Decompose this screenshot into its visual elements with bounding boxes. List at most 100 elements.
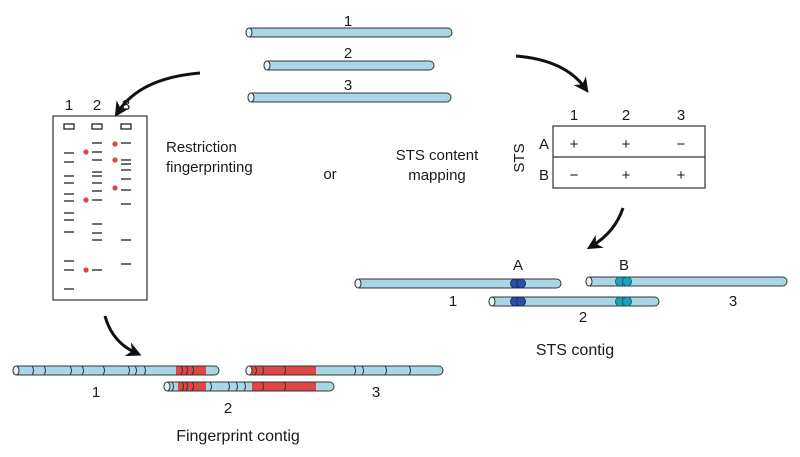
sts-cell-b2: + xyxy=(622,167,631,184)
lane-3-label: 3 xyxy=(122,97,130,114)
gel: 1 2 3 xyxy=(52,97,148,301)
fp-clone-3-label: 3 xyxy=(372,384,380,401)
fragment-boundary xyxy=(261,365,264,376)
sts-clone-3-label: 3 xyxy=(729,293,737,310)
or-label: or xyxy=(323,166,336,183)
sts-cell-b3: + xyxy=(677,167,686,184)
sts-col-1: 1 xyxy=(570,107,578,124)
shared-fragment-dot xyxy=(112,185,118,191)
fragment-boundary xyxy=(181,381,184,392)
sts-clone-1-end xyxy=(354,278,362,289)
clone-2-end xyxy=(263,60,271,71)
marker-a-label: A xyxy=(513,257,523,274)
fingerprinting-line-1: Restriction xyxy=(166,139,237,156)
fragment-boundary xyxy=(185,381,188,392)
fp-clone-1-label: 1 xyxy=(92,384,100,401)
fragment-boundary xyxy=(209,381,212,392)
sts-row-a-label: A xyxy=(539,136,549,153)
fragment-boundary xyxy=(43,365,46,376)
clone-3-label: 3 xyxy=(344,77,352,94)
shared-fragment-dot xyxy=(112,157,118,163)
sts-cell-a1: + xyxy=(570,136,579,153)
sts-line-2: mapping xyxy=(408,167,466,184)
sts-a-marker-clone-2 xyxy=(510,296,526,307)
rod-end xyxy=(12,365,20,376)
fragment-boundary xyxy=(384,365,387,376)
arrow-to-fingerprint-contig xyxy=(103,315,142,357)
fingerprint-contig: 1 2 3 Fingerprint contig xyxy=(12,365,444,445)
sts-row-b-label: B xyxy=(539,167,549,184)
clone-3-end xyxy=(247,92,255,103)
shared-fragment-dot xyxy=(112,141,118,147)
fragment-boundary xyxy=(127,365,130,376)
rod-end xyxy=(163,381,171,392)
fragment-boundary xyxy=(283,365,286,376)
lane-3-well xyxy=(120,123,132,130)
clone-2-rod xyxy=(263,60,435,71)
arrow-to-sts xyxy=(515,54,589,93)
fp-clone-1-rod xyxy=(12,365,220,376)
shared-fragment-dot xyxy=(83,267,89,273)
sts-axis-label: STS xyxy=(511,143,528,172)
shared-region xyxy=(178,382,206,391)
fragment-boundary xyxy=(69,365,72,376)
fragment-boundary xyxy=(31,365,34,376)
sts-b-marker-clone-2 xyxy=(615,296,632,307)
fragment-boundary xyxy=(261,381,264,392)
lane-1-well xyxy=(63,123,75,130)
fragment-boundary xyxy=(353,365,356,376)
marker-b-label: B xyxy=(619,257,629,274)
lane-2-label: 2 xyxy=(93,97,101,114)
sts-contig-caption: STS contig xyxy=(536,342,614,359)
rod-end xyxy=(245,365,253,376)
sts-clone-1-rod xyxy=(354,278,562,289)
fingerprinting-line-2: fingerprinting xyxy=(166,159,253,176)
clone-1-end xyxy=(245,27,253,38)
arrow-to-fingerprinting xyxy=(114,71,201,118)
fragment-boundary xyxy=(235,381,238,392)
fp-clone-2-label: 2 xyxy=(224,400,232,417)
gel-frame xyxy=(52,115,148,301)
top-clones: 1 2 3 xyxy=(245,13,453,103)
sts-cell-b1: − xyxy=(570,167,579,184)
lane-2-well xyxy=(91,123,103,130)
fragment-boundary xyxy=(143,365,146,376)
lane-1-label: 1 xyxy=(65,97,73,114)
fragment-boundary xyxy=(283,381,286,392)
sts-contig: A B 1 2 3 STS contig xyxy=(354,257,788,359)
sts-cell-a2: + xyxy=(622,136,631,153)
sts-b-marker-clone-3 xyxy=(615,276,632,287)
arrow-to-sts-contig xyxy=(586,207,625,250)
gel-bands xyxy=(64,141,131,290)
clone-2-label: 2 xyxy=(344,45,352,62)
fragment-boundary xyxy=(134,365,137,376)
fragment-boundary xyxy=(191,365,194,376)
sts-line-1: STS content xyxy=(396,147,479,164)
fp-contig-caption: Fingerprint contig xyxy=(176,428,300,445)
sts-col-2: 2 xyxy=(622,107,630,124)
fragment-boundary xyxy=(227,381,230,392)
clone-1-rod xyxy=(245,27,453,38)
fragment-boundary xyxy=(180,365,183,376)
sts-clone-2-end xyxy=(488,296,496,307)
fragment-boundary xyxy=(191,381,194,392)
sts-a-marker-clone-1 xyxy=(510,278,526,289)
fragment-boundary xyxy=(185,365,188,376)
shared-fragment-dot xyxy=(83,149,89,155)
sts-cell-a3: − xyxy=(677,136,686,153)
sts-clone-1-label: 1 xyxy=(449,293,457,310)
fingerprint-rods xyxy=(12,365,444,392)
fp-clone-3-rod xyxy=(245,365,444,376)
fragment-boundary xyxy=(171,381,174,392)
sts-clone-3-end xyxy=(585,276,593,287)
fragment-boundary xyxy=(81,365,84,376)
fragment-boundary xyxy=(408,365,411,376)
clone-1-label: 1 xyxy=(344,13,352,30)
fragment-boundary xyxy=(102,365,105,376)
sts-clone-2-label: 2 xyxy=(579,309,587,326)
shared-fragment-dot xyxy=(83,197,89,203)
fragment-boundary xyxy=(361,365,364,376)
sts-table: 1 2 3 STS A B + + − − + + xyxy=(511,107,706,189)
fragment-boundary xyxy=(254,365,257,376)
